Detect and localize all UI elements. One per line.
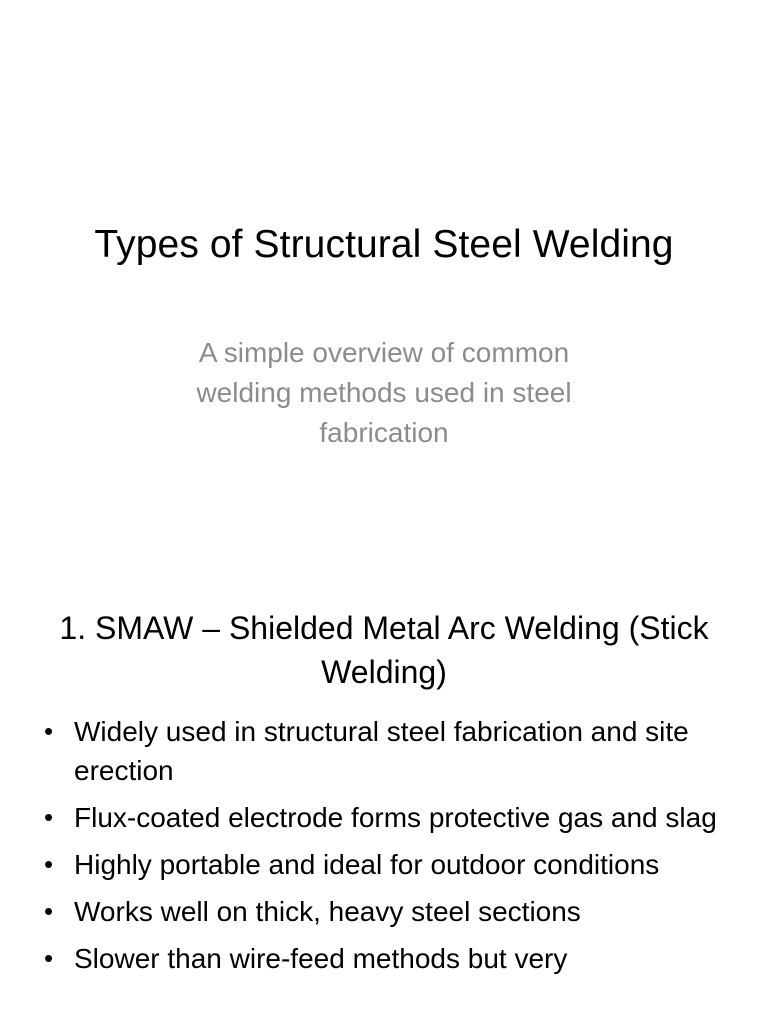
bullet-item: • Highly portable and ideal for outdoor … xyxy=(40,845,740,884)
bullet-item: • Slower than wire-feed methods but very xyxy=(40,939,740,978)
bullet-text: Highly portable and ideal for outdoor co… xyxy=(74,849,660,880)
slide-title: Types of Structural Steel Welding xyxy=(94,223,674,266)
slide-subtitle: A simple overview of common welding meth… xyxy=(196,337,572,448)
content-slide: 1. SMAW – Shielded Metal Arc Welding (St… xyxy=(0,576,768,1024)
bullet-icon: • xyxy=(44,896,54,926)
slide-heading: 1. SMAW – Shielded Metal Arc Welding (St… xyxy=(59,610,709,690)
bullet-text: Flux-coated electrode forms protective g… xyxy=(74,802,717,833)
bullet-icon: • xyxy=(44,943,54,973)
title-slide: Types of Structural Steel Welding A simp… xyxy=(94,223,674,448)
bullet-item: • Works well on thick, heavy steel secti… xyxy=(40,892,740,931)
bullet-item: • Flux-coated electrode forms protective… xyxy=(40,798,740,837)
bullet-icon: • xyxy=(44,802,54,832)
bullet-icon: • xyxy=(44,716,54,746)
bullet-text: Slower than wire-feed methods but very xyxy=(74,943,568,974)
bullet-text: Works well on thick, heavy steel section… xyxy=(74,896,581,927)
bullet-icon: • xyxy=(44,849,54,879)
bullet-list: • Widely used in structural steel fabric… xyxy=(40,712,740,986)
bullet-text: Widely used in structural steel fabricat… xyxy=(74,716,689,786)
bullet-item: • Widely used in structural steel fabric… xyxy=(40,712,740,790)
